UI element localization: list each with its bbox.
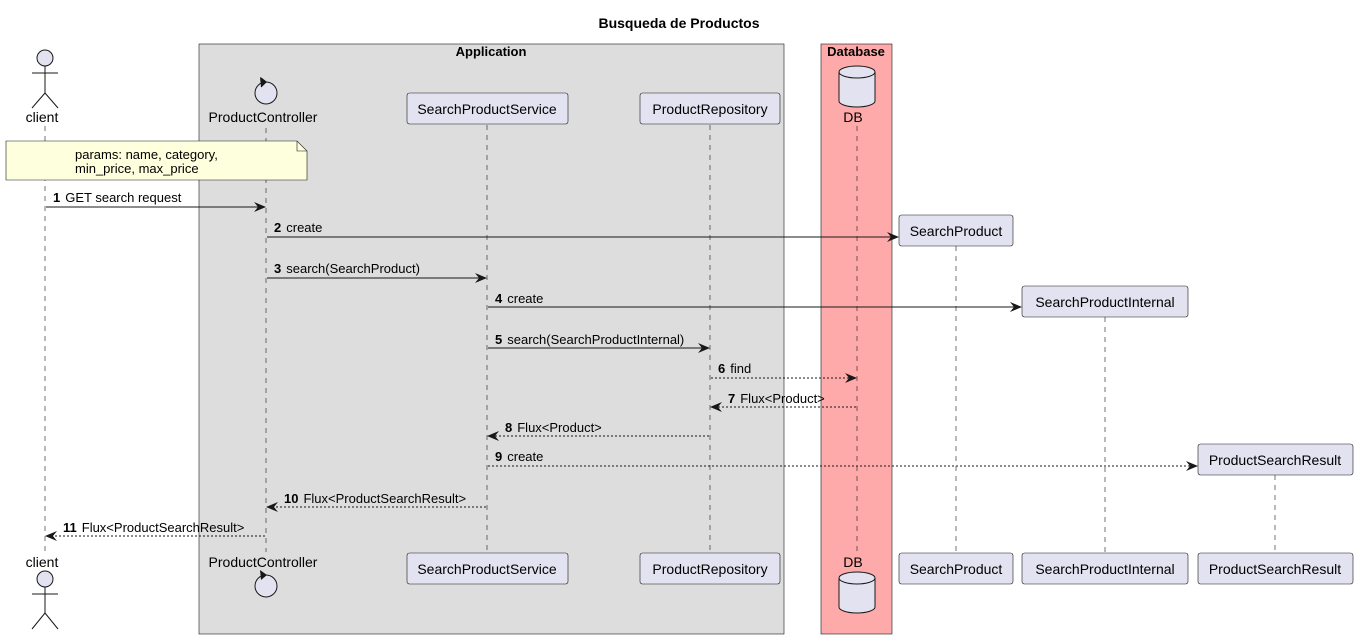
- database-icon: [838, 571, 876, 614]
- participant-box-search-product-service-bottom: [406, 552, 569, 585]
- participant-search-product-service-top: SearchProductService: [417, 101, 557, 117]
- database-box-label: Database: [827, 44, 885, 59]
- message-5: 5 search(SearchProductInternal): [488, 332, 710, 353]
- actor-icon: [31, 49, 59, 109]
- participant-product-repository-bottom: ProductRepository: [652, 561, 767, 577]
- database-icon: [838, 65, 876, 108]
- message-10: 10 Flux<ProductSearchResult>: [266, 491, 486, 512]
- participant-product-search-result-bottom: ProductSearchResult: [1209, 561, 1341, 577]
- message-number: 9: [495, 449, 502, 464]
- lifelines: [44, 125, 1276, 552]
- participant-client-bottom: client: [26, 554, 59, 570]
- participant-box-product-repository-top: [639, 92, 781, 125]
- participant-box-product-search-result-created: [1197, 443, 1354, 476]
- participant-client-top: client: [26, 109, 59, 125]
- message-number: 5: [495, 332, 502, 347]
- note-line-1: params: name, category,: [75, 147, 218, 162]
- participant-product-controller-bottom: ProductController: [209, 554, 318, 570]
- message-label: find: [730, 361, 751, 376]
- participant-search-product-bottom: SearchProduct: [910, 561, 1003, 577]
- message-number: 11: [63, 520, 77, 535]
- message-label: search(SearchProduct): [286, 261, 420, 276]
- participant-box-product-search-result-bottom: [1197, 552, 1354, 585]
- participant-box-search-product-internal-created: [1021, 285, 1189, 318]
- message-number: 8: [505, 420, 512, 435]
- participant-db-top: DB: [843, 109, 862, 125]
- message-number: 7: [728, 391, 735, 406]
- participant-search-product-created: SearchProduct: [910, 223, 1003, 239]
- participant-product-search-result-created: ProductSearchResult: [1209, 452, 1341, 468]
- message-1: 1 GET search request: [46, 190, 266, 212]
- participant-search-product-internal-bottom: SearchProductInternal: [1035, 561, 1174, 577]
- participant-search-product-service-bottom: SearchProductService: [417, 561, 557, 577]
- message-label: search(SearchProductInternal): [507, 332, 684, 347]
- message-11: 11 Flux<ProductSearchResult>: [45, 520, 265, 541]
- note: params: name, category, min_price, max_p…: [5, 140, 308, 181]
- database-box: [820, 43, 893, 635]
- participant-box-search-product-bottom: [898, 552, 1014, 585]
- message-2: 2 create: [267, 220, 899, 242]
- message-label: create: [507, 291, 543, 306]
- participant-product-repository-top: ProductRepository: [652, 101, 767, 117]
- message-number: 3: [274, 261, 281, 276]
- message-9: 9 create: [488, 449, 1198, 471]
- message-label: create: [507, 449, 543, 464]
- application-box-label: Application: [456, 44, 527, 59]
- participant-product-controller-top: ProductController: [209, 109, 318, 125]
- message-label: Flux<Product>: [517, 420, 602, 435]
- message-label: GET search request: [65, 190, 181, 205]
- message-label: create: [286, 220, 322, 235]
- message-4: 4 create: [488, 291, 1022, 312]
- control-icon: [254, 570, 278, 598]
- message-label: Flux<Product>: [740, 391, 825, 406]
- application-box: [198, 43, 785, 635]
- message-7: 7 Flux<Product>: [710, 391, 856, 412]
- message-label: Flux<ProductSearchResult>: [82, 520, 245, 535]
- participant-box-search-product-internal-bottom: [1021, 552, 1189, 585]
- message-number: 1: [53, 190, 60, 205]
- message-label: Flux<ProductSearchResult>: [303, 491, 466, 506]
- message-number: 4: [495, 291, 503, 306]
- message-number: 6: [718, 361, 725, 376]
- participant-box-search-product-created: [898, 214, 1014, 247]
- control-icon: [254, 77, 278, 105]
- message-6: 6 find: [711, 361, 857, 383]
- message-3: 3 search(SearchProduct): [267, 261, 487, 283]
- message-8: 8 Flux<Product>: [487, 420, 709, 441]
- diagram-title: Busqueda de Productos: [598, 15, 759, 31]
- note-line-2: min_price, max_price: [75, 161, 199, 176]
- participant-box-search-product-service-top: [406, 92, 569, 125]
- participant-db-bottom: DB: [843, 554, 862, 570]
- participant-box-product-repository-bottom: [639, 552, 781, 585]
- participant-search-product-internal-created: SearchProductInternal: [1035, 294, 1174, 310]
- message-number: 2: [274, 220, 281, 235]
- actor-icon: [31, 570, 59, 630]
- message-number: 10: [284, 491, 298, 506]
